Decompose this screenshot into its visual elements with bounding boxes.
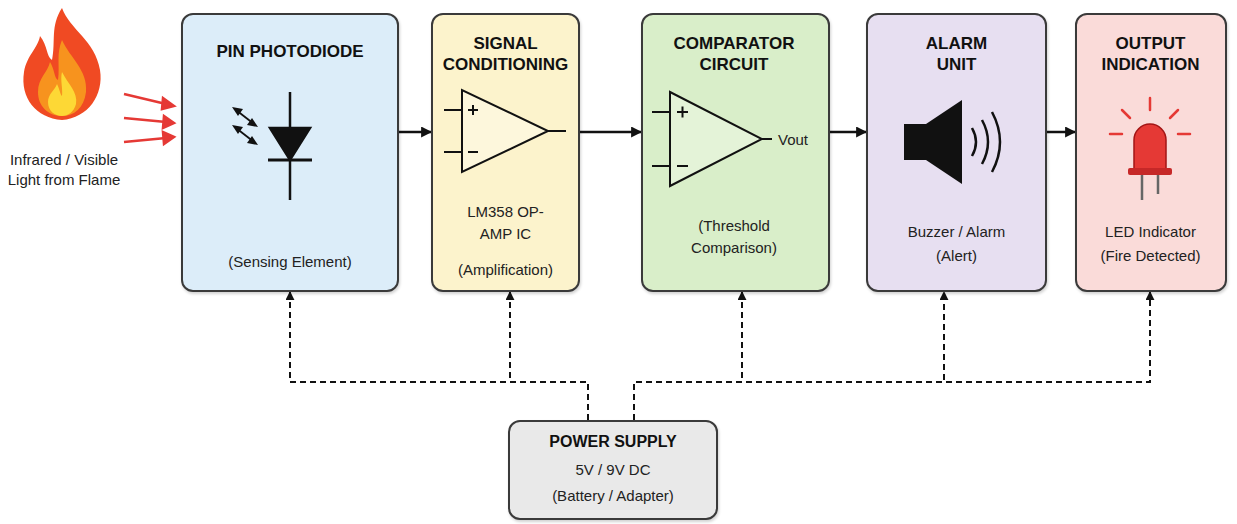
power-line — [290, 292, 588, 420]
comparator-box: COMPARATOR CIRCUIT Vout (Threshold Compari… — [641, 13, 830, 292]
power-line — [510, 292, 588, 420]
box-text: (Battery / Adapter) — [516, 485, 710, 507]
led-icon — [1110, 98, 1190, 200]
signal-arrow — [830, 131, 866, 134]
box-title: SIGNAL CONDITIONING — [440, 33, 572, 76]
box-text: (Sensing Element) — [189, 251, 391, 273]
box-title: POWER SUPPLY — [516, 432, 710, 452]
box-text: LED Indicator — [1083, 221, 1218, 243]
opamp-symbol — [444, 90, 566, 172]
comparator-symbol — [652, 92, 772, 186]
box-text: (Threshold Comparison) — [669, 215, 799, 259]
sensor-box: PIN PHOTODIODE (Sensing Element) — [181, 13, 399, 292]
light-rays — [124, 94, 174, 144]
box-text: (Amplification) — [439, 259, 572, 281]
box-title: OUTPUT INDICATION — [1081, 33, 1221, 76]
output-box: OUTPUT INDICATION LED Indicator(Fire Dete… — [1075, 13, 1227, 292]
signal-arrow — [399, 131, 431, 134]
power-line — [634, 292, 742, 420]
box-text: Vout — [778, 129, 824, 151]
power-line — [634, 292, 944, 420]
flame-icon — [23, 8, 100, 120]
alarm-box: ALARM UNIT Buzzer / Alarm(Alert) — [866, 13, 1047, 292]
photodiode-symbol — [232, 92, 312, 200]
box-text: (Alert) — [874, 245, 1039, 267]
box-title: PIN PHOTODIODE — [189, 41, 391, 62]
amplifier-box: SIGNAL CONDITIONING LM358 OP-AMP IC (Ampli… — [431, 13, 580, 292]
power-line — [634, 292, 1150, 420]
box-text: Buzzer / Alarm — [874, 221, 1039, 243]
signal-arrow — [580, 131, 641, 134]
box-text: 5V / 9V DC — [516, 459, 710, 481]
box-text: LM358 OP-AMP IC — [456, 201, 556, 245]
box-title: COMPARATOR CIRCUIT — [654, 33, 814, 76]
box-title: ALARM UNIT — [915, 33, 999, 76]
box-text: (Fire Detected) — [1083, 245, 1218, 267]
speaker-icon — [904, 100, 1000, 184]
power-box: POWER SUPPLY 5V / 9V DC (Battery / Adapter… — [508, 420, 718, 520]
signal-arrow — [1047, 131, 1075, 134]
source-label: Infrared / Visible Light from Flame — [6, 150, 122, 189]
